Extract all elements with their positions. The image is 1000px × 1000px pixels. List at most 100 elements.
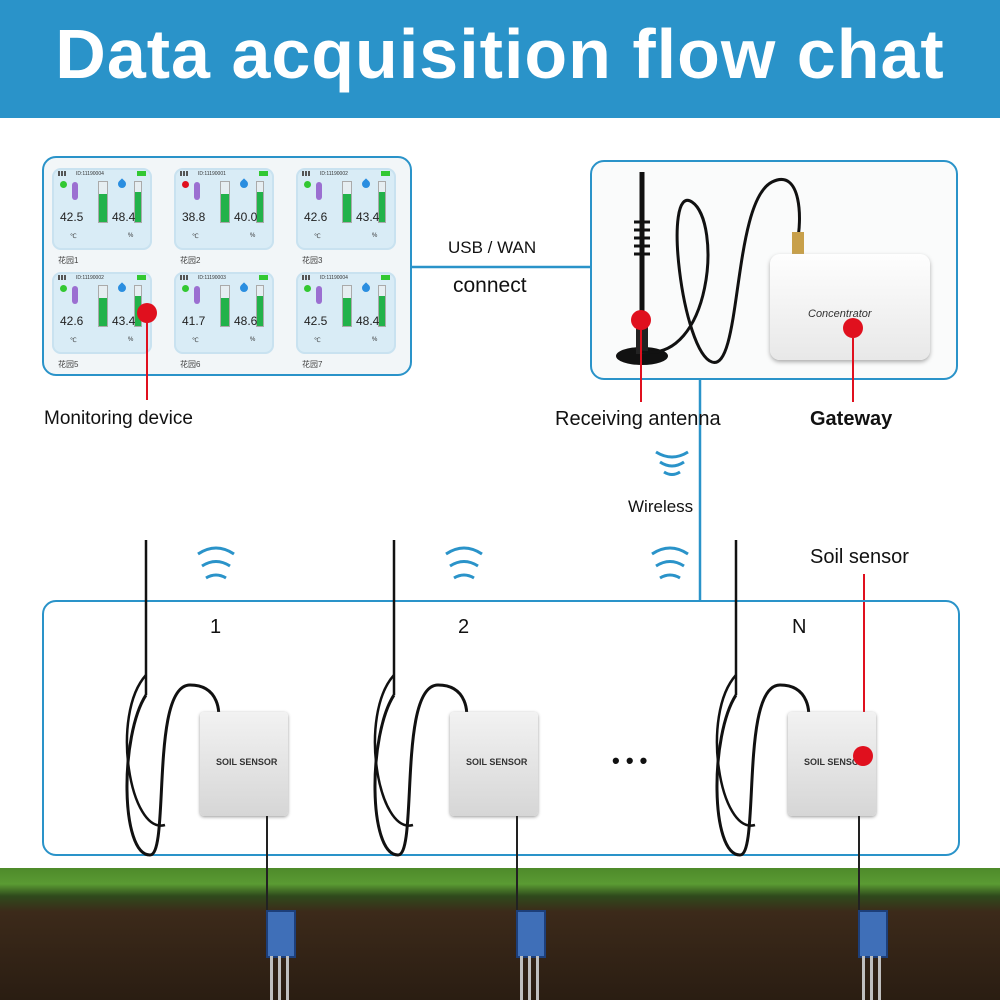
battery-icon [137,275,146,280]
probe-pin [870,956,873,1000]
probe-pin [536,956,539,1000]
temperature-bar [98,285,108,327]
soil-sensor-box: SOIL SENSOR [450,712,538,816]
battery-icon [381,275,390,280]
card-name: 花园1 [58,256,79,265]
soil-probe [858,910,888,958]
card-name: 花园7 [302,360,323,369]
card-name: 花园3 [302,256,323,265]
card-id: ID:11190001 [198,171,226,177]
node-label: 1 [210,616,222,638]
temperature-unit: ℃ [192,338,199,344]
antenna-coil [634,220,650,256]
ellipsis: • • • [612,748,648,773]
gateway-label: Gateway [810,408,893,430]
probe-pin [270,956,273,1000]
humidity-bar [378,285,386,327]
card-id: ID:11190004 [76,171,104,177]
sensor-nodes-panel [42,600,960,856]
temperature-value: 42.6 [304,210,328,224]
gateway-panel: Concentrator [590,160,958,380]
soil-sensor-marker [853,746,873,766]
probe-cable [516,816,518,912]
temperature-unit: ℃ [70,234,77,240]
thermometer-icon [72,286,78,304]
temperature-value: 41.7 [182,314,206,328]
card-name: 花园6 [180,360,201,369]
card-id: ID:11190002 [320,171,348,177]
antenna-cable [641,178,801,364]
card-id: ID:11190004 [320,275,348,281]
card-name: 花园2 [180,256,201,265]
temperature-bar [342,181,352,223]
concentrator-device: Concentrator [770,254,930,360]
temperature-unit: ℃ [314,234,321,240]
humidity-bar [378,181,386,223]
humidity-unit: % [128,337,134,343]
receiving-antenna-marker [631,310,651,330]
monitoring-device-callout [146,322,148,400]
monitor-card: ID:11190002 42.6 43.4 ℃% 花园3 [296,168,396,265]
battery-icon [259,275,268,280]
humidity-value: 43.4 [356,210,380,224]
node-antenna [125,540,221,857]
battery-icon [381,171,390,176]
probe-pin [862,956,865,1000]
temperature-unit: ℃ [70,338,77,344]
temperature-bar [342,285,352,327]
monitor-card: ID:11190004 42.5 48.4 ℃% 花园1 [52,168,152,265]
sma-connector [792,232,804,254]
temperature-value: 42.5 [60,210,84,224]
receiving-antenna-callout [640,330,642,402]
soil-sensor-label: Soil sensor [810,546,909,568]
temperature-value: 42.6 [60,314,84,328]
probe-cable [858,816,860,912]
box-text: SOIL SENSOR [216,757,278,767]
wireless-icon [197,546,235,580]
humidity-value: 48.6 [234,314,258,328]
signal-icon [180,275,190,280]
status-dot [304,285,311,292]
humidity-value: 48.4 [112,210,136,224]
thermometer-icon [194,182,200,200]
humidity-unit: % [372,233,378,239]
wireless-icon [655,450,689,476]
node-label: N [792,616,807,638]
soil-ground [0,868,1000,1000]
wireless-icon [651,546,689,580]
probe-pin [278,956,281,1000]
antenna-graphic [616,172,804,365]
signal-icon [302,275,312,280]
temperature-unit: ℃ [314,338,321,344]
node-antenna [373,540,469,857]
humidity-unit: % [250,337,256,343]
signal-icon [180,171,190,176]
thermometer-icon [72,182,78,200]
signal-icon [302,171,312,176]
temperature-bar [220,181,230,223]
humidity-unit: % [372,337,378,343]
monitoring-device-panel: ID:11190004 42.5 48.4 ℃% 花园1 ID:11190001 38.8 4… [42,156,412,376]
thermometer-icon [194,286,200,304]
gateway-marker [843,318,863,338]
monitoring-device-label: Monitoring device [44,408,193,429]
concentrator-label: Concentrator [808,308,872,320]
receiving-antenna-label: Receiving antenna [555,408,721,430]
node-label: 2 [458,616,470,638]
humidity-unit: % [128,233,134,239]
status-dot [182,285,189,292]
temperature-value: 38.8 [182,210,206,224]
usb-wan-label: USB / WAN [448,238,537,257]
humidity-unit: % [250,233,256,239]
probe-pin [878,956,881,1000]
card-name: 花园5 [58,360,79,369]
wireless-icon [445,546,483,580]
soil-probe [266,910,296,958]
wireless-label: Wireless [628,497,694,516]
probe-pin [520,956,523,1000]
status-dot [182,181,189,188]
